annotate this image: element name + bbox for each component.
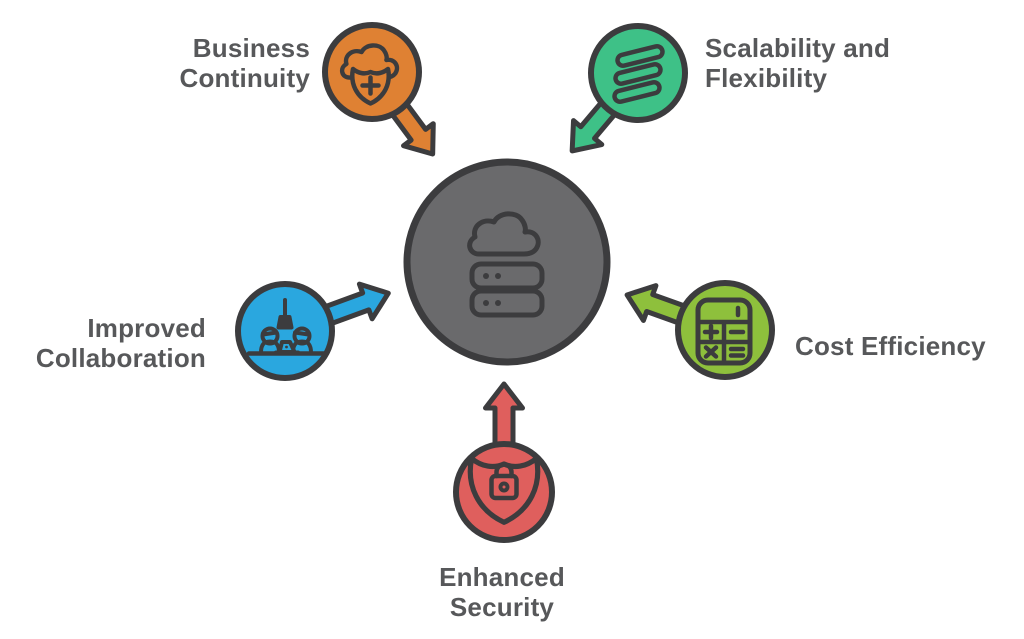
node-enhanced-security <box>453 381 555 543</box>
cloud-shape <box>339 43 400 80</box>
person-cap-line <box>261 330 279 337</box>
cloud-shield-plus-icon <box>339 43 400 106</box>
person-cap-line <box>293 330 311 337</box>
label-scalability-and-flexibility: Scalability and Flexibility <box>705 33 891 93</box>
plus-glyph <box>360 75 381 96</box>
node-circle <box>588 23 688 123</box>
multiply-key <box>703 345 719 359</box>
lock-body <box>489 473 519 501</box>
spring-loop <box>612 80 662 104</box>
calculator-grid <box>695 319 753 366</box>
shield-shape <box>467 455 541 525</box>
team-collaboration-icon <box>246 298 328 356</box>
server-led <box>483 300 489 306</box>
equals-key <box>728 346 746 358</box>
spring-loop <box>615 44 665 68</box>
label-cost-efficiency: Cost Efficiency <box>795 331 986 361</box>
server-unit <box>469 288 545 318</box>
calculator-icon <box>695 297 753 366</box>
cloud-shape <box>467 211 541 257</box>
person-body <box>259 339 281 355</box>
server-led <box>495 300 501 306</box>
node-improved-collaboration <box>235 281 391 381</box>
label-improved-collaboration: Improved Collaboration <box>35 313 206 373</box>
server-led <box>483 273 489 279</box>
hub-cloud-hosting <box>403 158 611 366</box>
laptop-logo-dot <box>285 345 288 349</box>
node-scalability-and-flexibility <box>569 23 688 154</box>
shield-lock-icon <box>467 455 541 525</box>
lock-keyhole <box>498 481 510 493</box>
coil-spring-icon <box>612 44 665 104</box>
cloud-servers-icon <box>467 211 545 318</box>
label-business-continuity: Business Continuity <box>179 33 310 93</box>
plus-key <box>702 323 720 341</box>
server-unit <box>469 261 545 291</box>
spring-loop <box>613 62 663 86</box>
lock-shackle <box>494 462 514 479</box>
lamp-shade <box>276 315 294 330</box>
label-enhanced-security: Enhanced Security <box>439 562 565 622</box>
server-led <box>495 273 501 279</box>
node-business-continuity <box>322 22 436 157</box>
node-cost-efficiency <box>624 280 775 380</box>
